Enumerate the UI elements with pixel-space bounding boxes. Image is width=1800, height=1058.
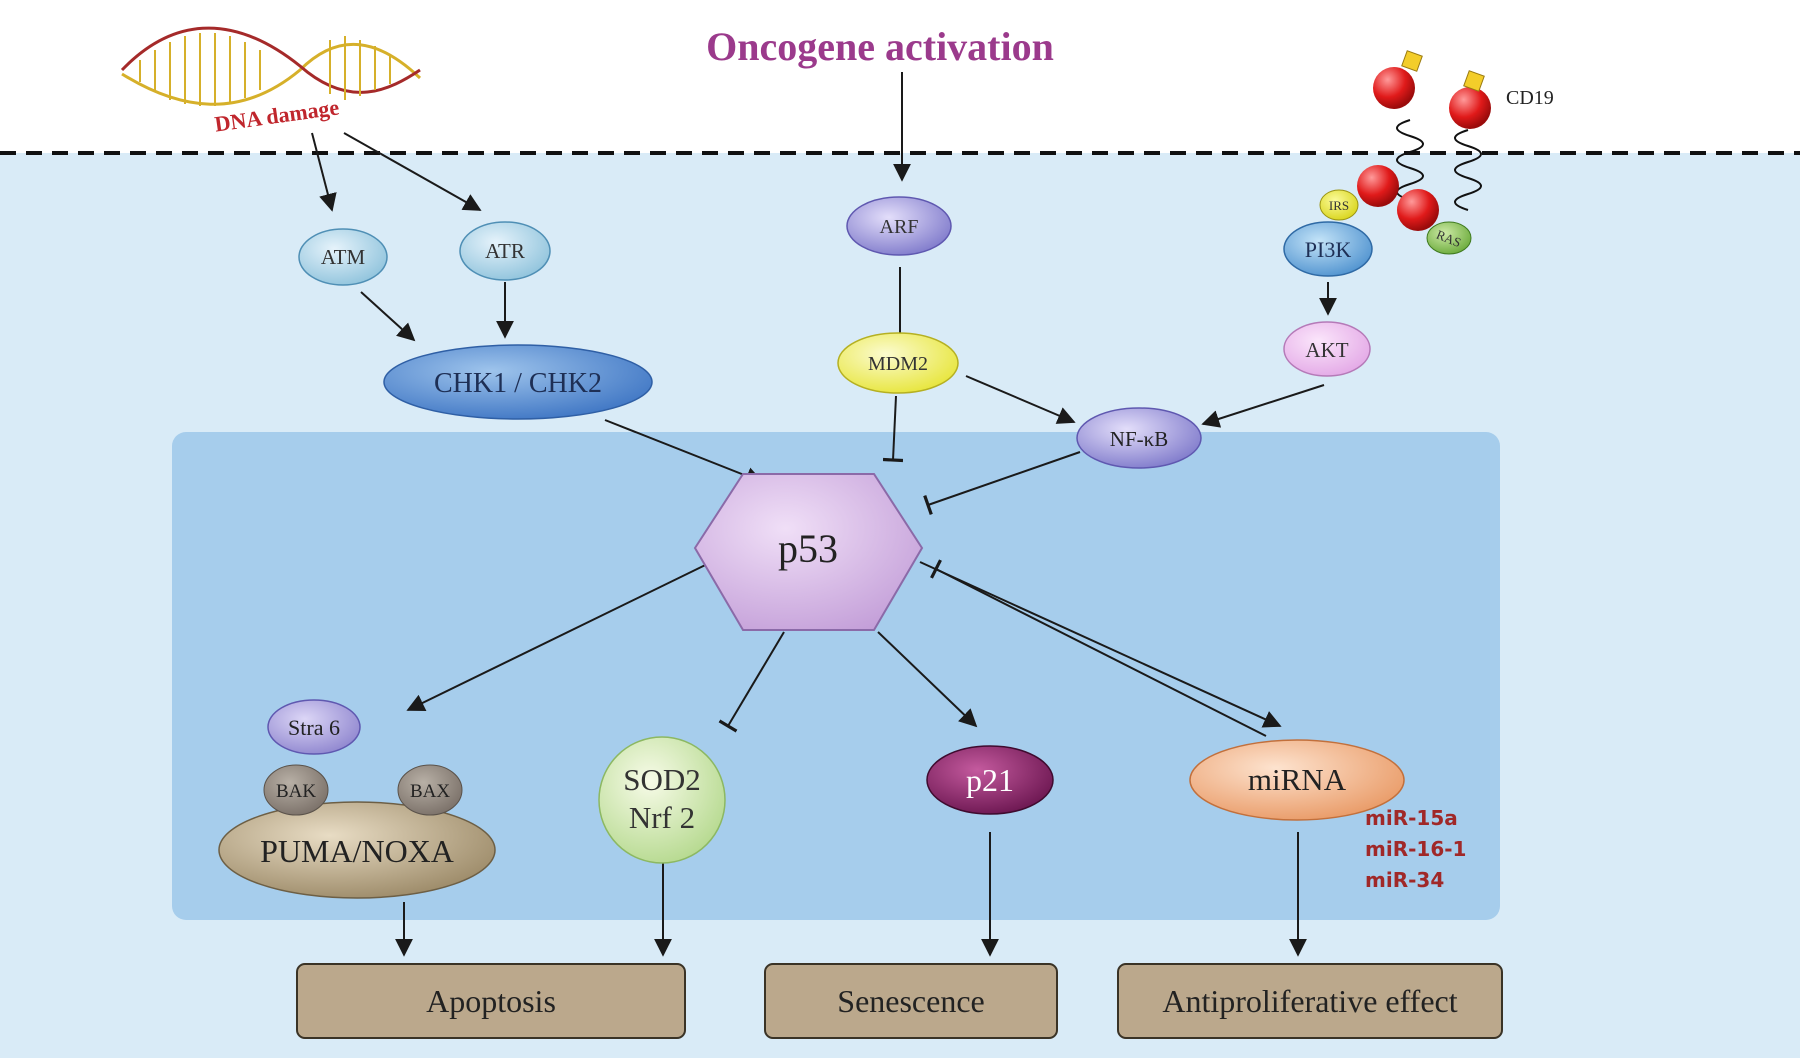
pi3k-node — [1283, 221, 1373, 277]
pi3k-label: PI3K — [1305, 237, 1352, 262]
chk1-chk2-node — [383, 344, 653, 420]
apoptosis-box — [296, 963, 686, 1039]
nfkb-label: NF-κB — [1110, 427, 1168, 451]
p21-node — [926, 745, 1054, 815]
atr-node — [459, 221, 551, 281]
arf-node — [846, 196, 952, 256]
bax-label: BAX — [410, 781, 450, 802]
stra6-node — [267, 699, 361, 755]
nfkb-node — [1076, 407, 1202, 469]
oncogene-activation-label: Oncogene activation — [706, 24, 1054, 69]
atr-label: ATR — [485, 239, 525, 263]
mirna-item: miR-16-1 — [1365, 837, 1466, 861]
chk1-chk2-label: CHK1 / CHK2 — [434, 368, 602, 399]
p21-label: p21 — [966, 762, 1014, 798]
stra6-label: Stra 6 — [288, 715, 340, 740]
cd19-label: CD19 — [1506, 87, 1554, 109]
antiproliferative-label: Antiproliferative effect — [1162, 983, 1457, 1019]
mdm2-node — [837, 332, 959, 394]
akt-node — [1283, 321, 1371, 377]
senescence-label: Senescence — [837, 983, 984, 1019]
dna-damage-label: DNA damage — [213, 94, 341, 136]
arf-label: ARF — [880, 216, 919, 238]
sod2-nrf2-node — [598, 736, 726, 864]
p53-label: p53 — [778, 526, 838, 571]
mirna-item: miR-34 — [1365, 868, 1444, 892]
cd19-receptor-icon — [1357, 50, 1491, 231]
bak-label: BAK — [276, 781, 316, 802]
atm-label: ATM — [321, 245, 366, 269]
nrf2-label: Nrf 2 — [629, 800, 695, 835]
irs-label: IRS — [1329, 198, 1349, 213]
p53-node — [693, 473, 924, 631]
bak-node — [263, 764, 329, 816]
nucleus-region — [172, 432, 1500, 920]
mirna-item: miR-15a — [1365, 806, 1458, 830]
senescence-box — [764, 963, 1058, 1039]
mirna-node — [1189, 739, 1405, 821]
sod2-label: SOD2 — [623, 762, 701, 797]
antiproliferative-box — [1117, 963, 1503, 1039]
mdm2-label: MDM2 — [868, 353, 928, 375]
bax-node — [397, 764, 463, 816]
dna-helix-icon — [120, 26, 422, 106]
apoptosis-label: Apoptosis — [426, 983, 556, 1019]
atm-node — [298, 228, 388, 286]
akt-label: AKT — [1305, 338, 1348, 362]
puma-noxa-node — [218, 801, 496, 899]
irs-node — [1319, 189, 1359, 221]
ras-node — [1426, 221, 1472, 255]
puma-noxa-label: PUMA/NOXA — [260, 833, 454, 869]
pathway-arrows — [311, 72, 1337, 957]
mirna-label: miRNA — [1248, 762, 1347, 797]
